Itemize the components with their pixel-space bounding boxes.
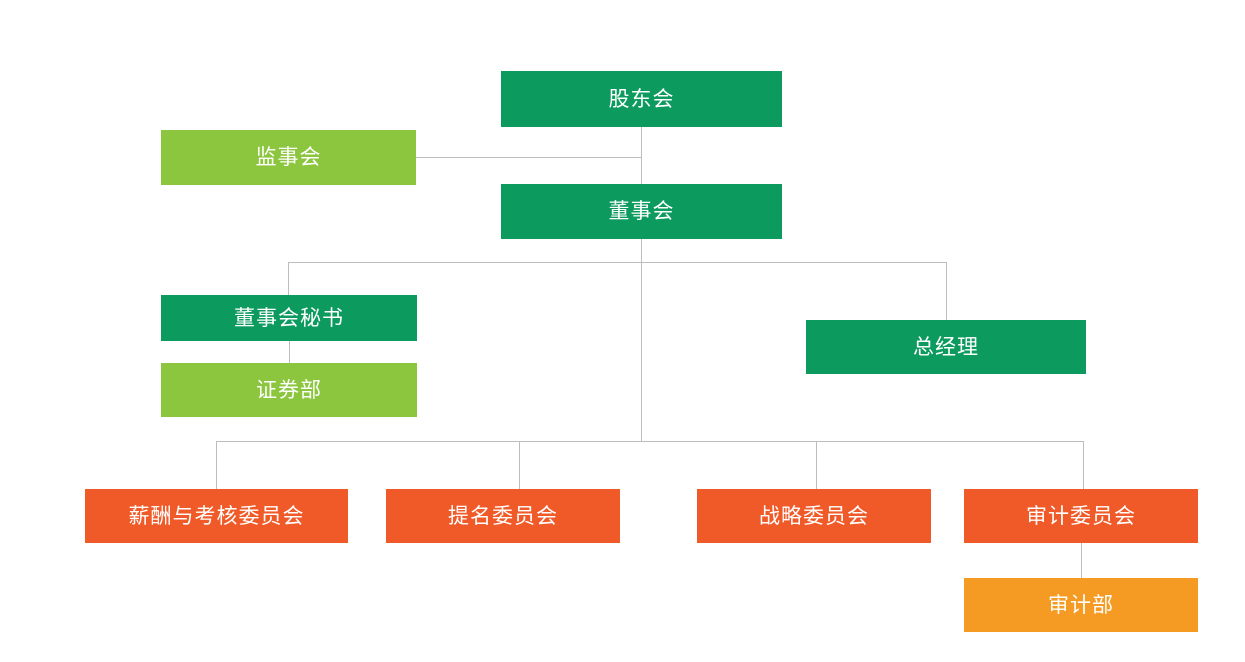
connector-board-down-trunk: [641, 239, 642, 441]
node-audit-department[interactable]: 审计部: [964, 578, 1198, 632]
connector-bus-to-remuneration: [216, 441, 217, 489]
connector-committee-bus: [216, 441, 1083, 442]
connector-board-level-bus: [288, 262, 946, 263]
node-label-general-manager: 总经理: [913, 335, 979, 359]
connector-secretary-to-securities: [289, 341, 290, 363]
connector-audit-committee-to-department: [1081, 543, 1082, 578]
connector-bus-to-general-manager: [946, 262, 947, 320]
node-label-supervisory-board: 监事会: [255, 146, 322, 169]
node-audit-committee[interactable]: 审计委员会: [964, 489, 1198, 543]
connector-bus-to-nomination: [519, 441, 520, 489]
connector-bus-to-strategy: [816, 441, 817, 489]
connector-shareholders-to-board: [641, 127, 642, 184]
node-label-board-secretary: 董事会秘书: [234, 306, 344, 330]
node-label-nomination-committee: 提名委员会: [448, 504, 558, 528]
node-nomination-committee[interactable]: 提名委员会: [386, 489, 620, 543]
node-shareholders-meeting[interactable]: 股东会: [501, 71, 782, 127]
node-general-manager[interactable]: 总经理: [806, 320, 1086, 374]
connector-bus-to-board-secretary: [288, 262, 289, 295]
node-label-shareholders-meeting: 股东会: [608, 87, 675, 111]
node-label-remuneration-appraisal-committee: 薪酬与考核委员会: [128, 504, 305, 528]
node-board-secretary[interactable]: 董事会秘书: [161, 295, 417, 341]
node-label-audit-department: 审计部: [1048, 593, 1114, 617]
node-securities-department[interactable]: 证券部: [161, 363, 417, 417]
node-remuneration-appraisal-committee[interactable]: 薪酬与考核委员会: [85, 489, 348, 543]
node-label-securities-department: 证券部: [256, 378, 322, 402]
node-label-audit-committee: 审计委员会: [1026, 504, 1136, 528]
node-supervisory-board[interactable]: 监事会: [161, 130, 416, 185]
connector-supervisory-to-trunk: [416, 157, 641, 158]
node-board-of-directors[interactable]: 董事会: [501, 184, 782, 239]
node-strategy-committee[interactable]: 战略委员会: [697, 489, 931, 543]
connector-bus-to-audit-committee: [1083, 441, 1084, 489]
node-label-strategy-committee: 战略委员会: [759, 504, 869, 528]
node-label-board-of-directors: 董事会: [608, 200, 675, 223]
